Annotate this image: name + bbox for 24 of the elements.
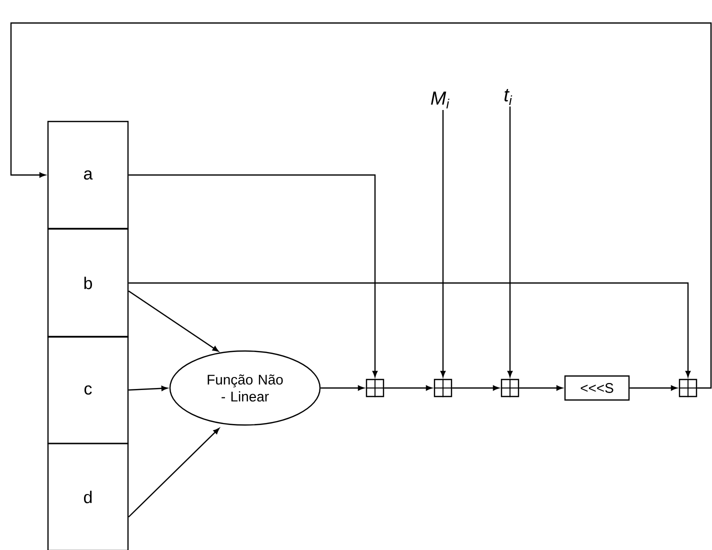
register-box: c bbox=[47, 336, 129, 444]
arrow bbox=[630, 385, 678, 391]
arrow bbox=[519, 385, 563, 391]
arrow bbox=[452, 385, 500, 391]
arrow bbox=[440, 110, 446, 378]
arrow bbox=[128, 428, 220, 518]
arrow bbox=[10, 22, 712, 389]
register-box: a bbox=[47, 120, 129, 230]
adder-symbol bbox=[500, 378, 520, 398]
arrow bbox=[507, 106, 513, 378]
arrow bbox=[128, 290, 219, 352]
adder-symbol bbox=[678, 378, 698, 398]
register-box: d bbox=[47, 442, 129, 550]
input-label: t$_{i}$ bbox=[504, 89, 512, 105]
arrow bbox=[128, 282, 691, 378]
register-box: b bbox=[47, 228, 129, 338]
adder-symbol bbox=[365, 378, 385, 398]
arrow bbox=[384, 385, 432, 391]
input-label: M$_{i}$ bbox=[430, 92, 450, 108]
adder-symbol bbox=[433, 378, 453, 398]
arrow bbox=[320, 385, 364, 391]
arrow bbox=[128, 174, 378, 378]
shift-box: <<<S bbox=[564, 375, 630, 401]
arrow bbox=[128, 386, 168, 391]
